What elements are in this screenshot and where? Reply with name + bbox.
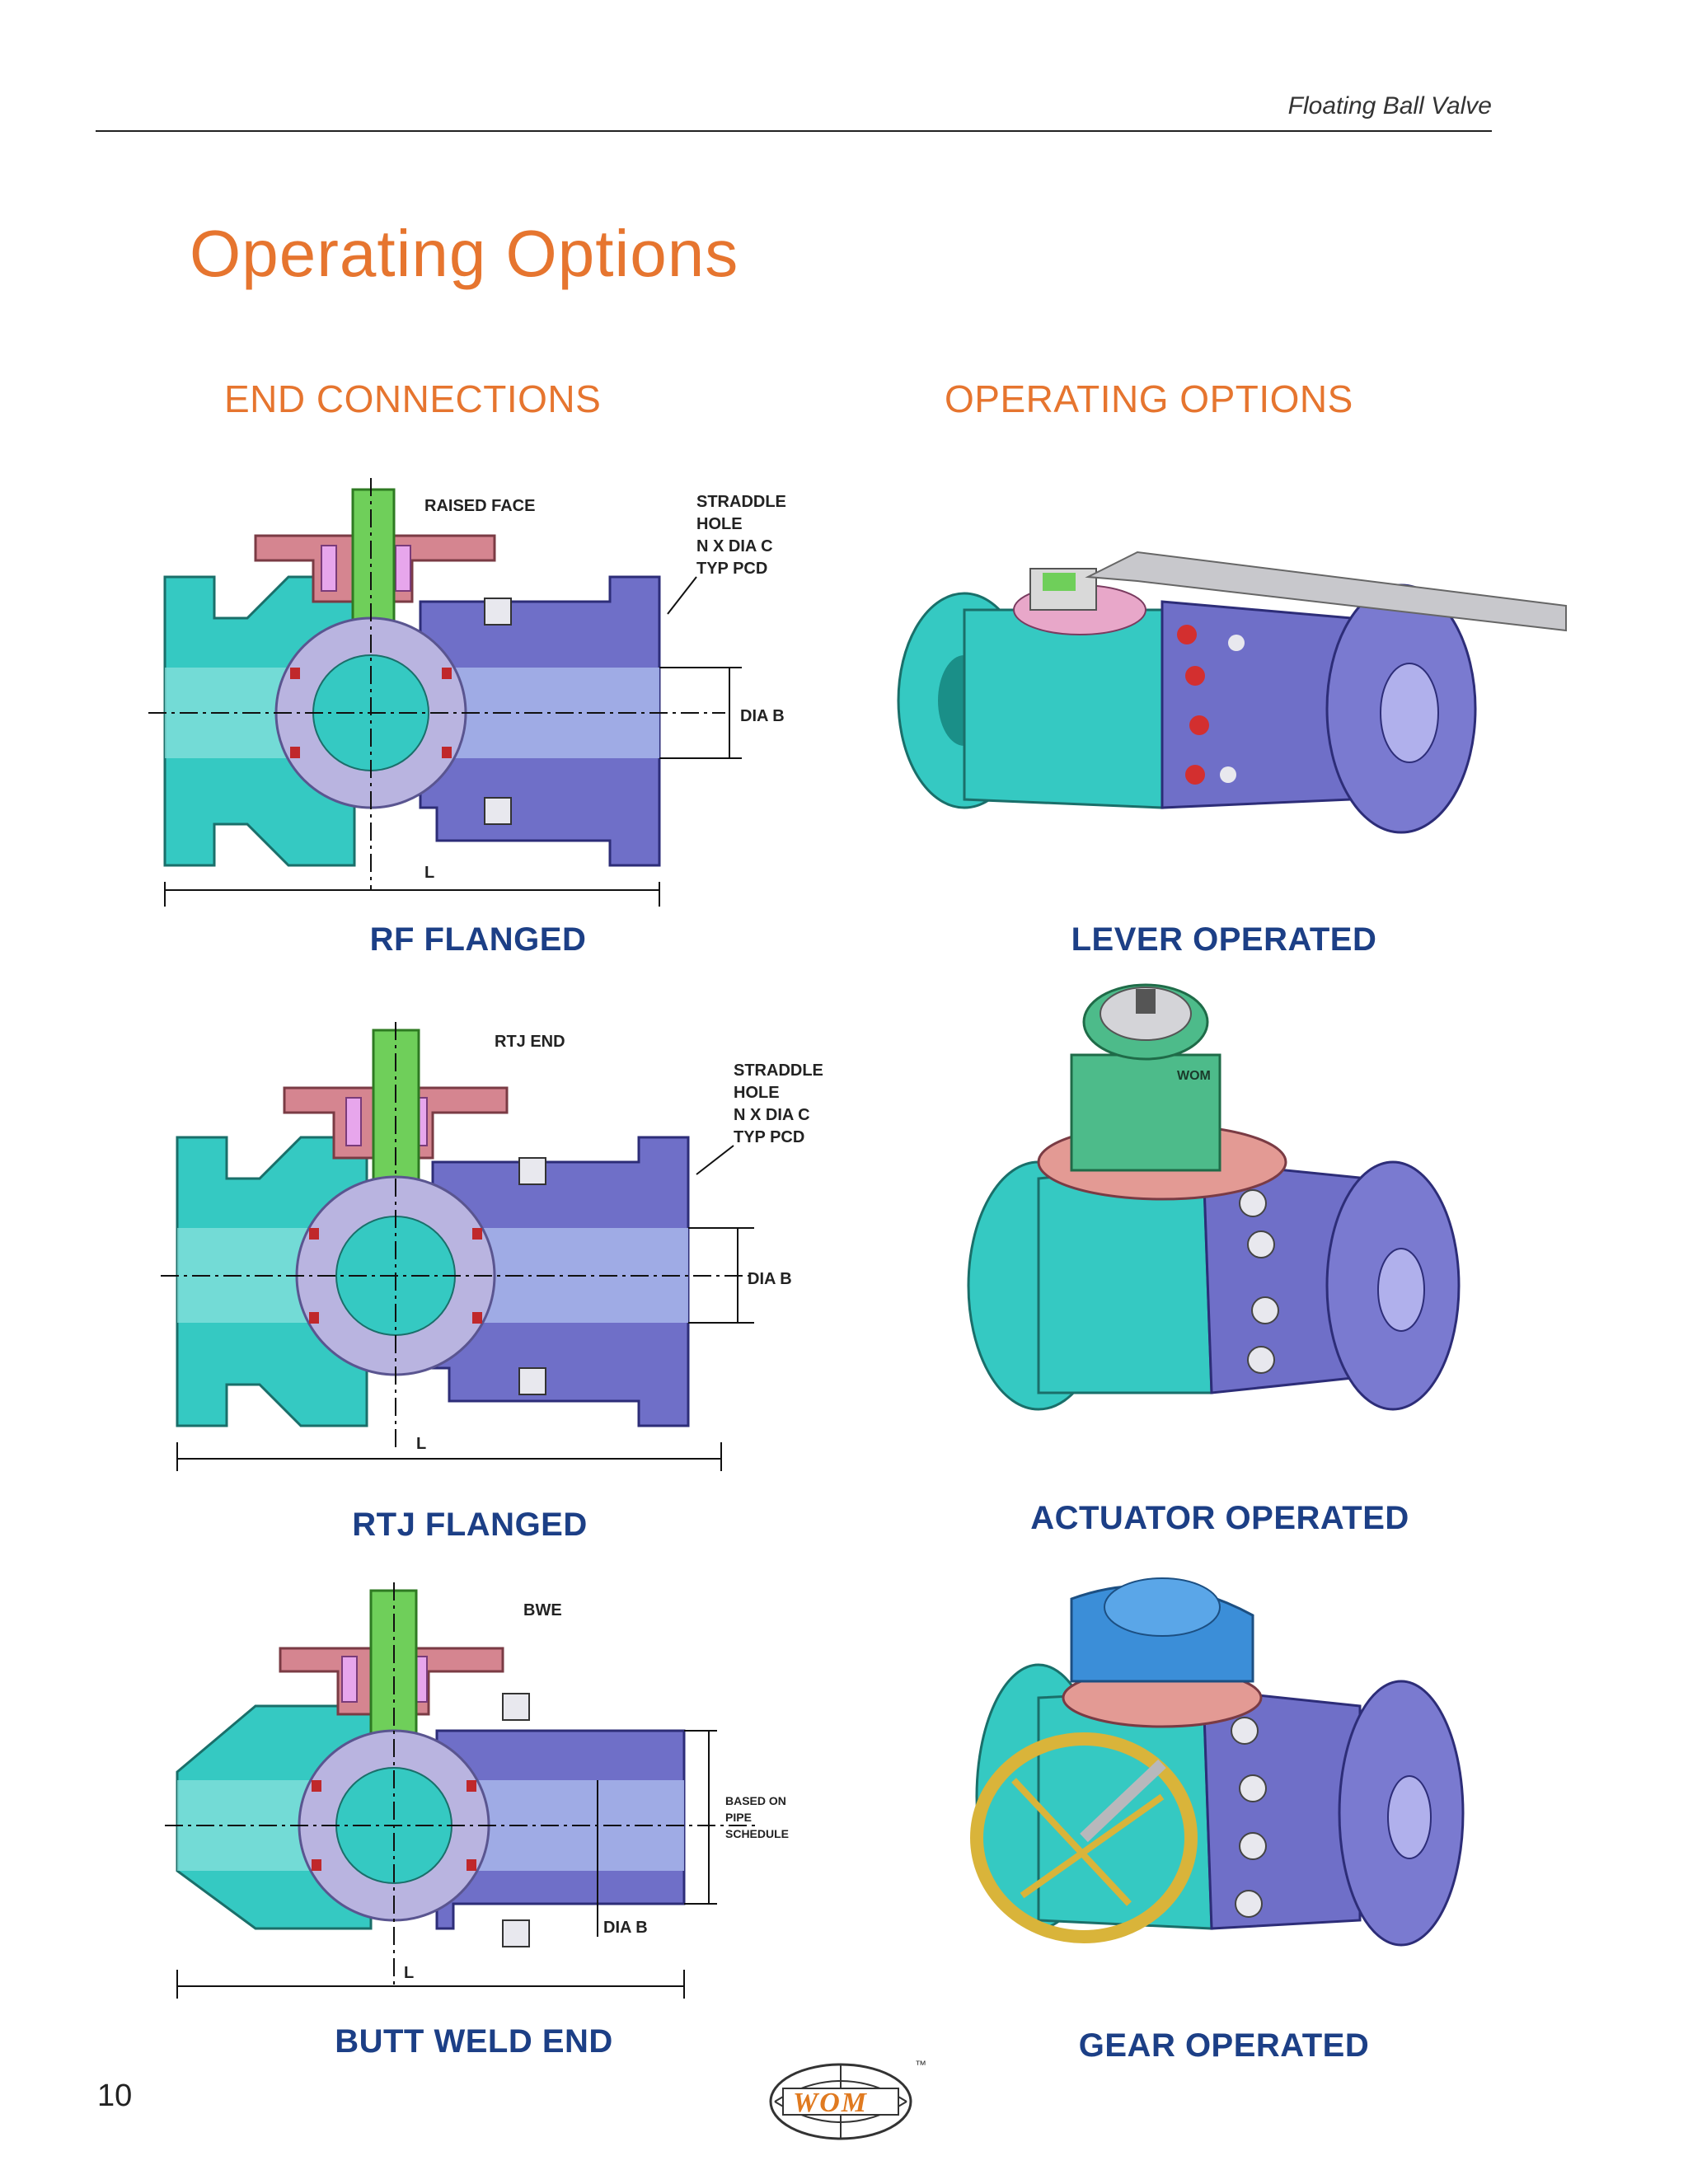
- page-number: 10: [97, 2079, 133, 2113]
- rtj-straddle-label-3: N X DIA C: [734, 1106, 810, 1124]
- rf-length-label: L: [424, 864, 434, 882]
- rf-straddle-label-2: HOLE: [696, 515, 743, 533]
- section-heading-operating-options: OPERATING OPTIONS: [945, 377, 1353, 420]
- page-title: Operating Options: [190, 217, 739, 290]
- actuator-marking: WOM: [1177, 1069, 1211, 1083]
- lever-operated-illustration: [890, 536, 1599, 882]
- trademark-symbol: ™: [915, 2058, 926, 2071]
- running-header: Floating Ball Valve: [1287, 92, 1492, 120]
- rtj-face-label: RTJ END: [495, 1033, 565, 1051]
- rf-straddle-label: STRADDLE: [696, 493, 786, 511]
- bwe-schedule-label-3: SCHEDULE: [725, 1827, 789, 1840]
- butt-weld-drawing: L DIA B BWE BASED ON PIPE SCHEDULE: [165, 1582, 841, 2011]
- rtj-straddle-label: STRADDLE: [734, 1062, 823, 1080]
- caption-butt-weld-end: BUTT WELD END: [335, 2023, 613, 2060]
- bwe-length-label: L: [404, 1964, 414, 1982]
- bwe-dia-label: DIA B: [603, 1919, 648, 1937]
- caption-rf-flanged: RF FLANGED: [369, 921, 587, 958]
- caption-gear-operated: GEAR OPERATED: [1078, 2027, 1370, 2064]
- rtj-dia-label: DIA B: [748, 1270, 792, 1288]
- bwe-schedule-label-2: PIPE: [725, 1811, 752, 1824]
- bwe-schedule-label: BASED ON: [725, 1794, 786, 1807]
- rtj-flanged-drawing: L DIA B RTJ END STRADDLE HOLE N X DIA C …: [161, 1022, 861, 1483]
- section-heading-end-connections: END CONNECTIONS: [224, 377, 602, 420]
- rf-flanged-drawing: L DIA B RAISED FACE STRADDLE HOLE N X DI…: [148, 478, 849, 915]
- caption-rtj-flanged: RTJ FLANGED: [352, 1507, 588, 1543]
- rtj-straddle-label-4: TYP PCD: [734, 1128, 804, 1146]
- wom-logo: WOM ™: [767, 2052, 931, 2147]
- caption-actuator-operated: ACTUATOR OPERATED: [1030, 1500, 1409, 1536]
- actuator-operated-illustration: WOM: [956, 964, 1484, 1467]
- caption-lever-operated: LEVER OPERATED: [1071, 921, 1377, 958]
- bwe-face-label: BWE: [523, 1601, 562, 1619]
- logo-text: WOM: [793, 2088, 868, 2118]
- rf-straddle-label-3: N X DIA C: [696, 537, 773, 555]
- rf-dia-label: DIA B: [740, 707, 785, 725]
- rf-straddle-label-4: TYP PCD: [696, 560, 767, 578]
- gear-operated-illustration: [964, 1574, 1475, 2003]
- header-rule: [96, 130, 1492, 132]
- rtj-length-label: L: [416, 1435, 426, 1453]
- rf-face-label: RAISED FACE: [424, 497, 535, 515]
- rtj-straddle-label-2: HOLE: [734, 1084, 780, 1102]
